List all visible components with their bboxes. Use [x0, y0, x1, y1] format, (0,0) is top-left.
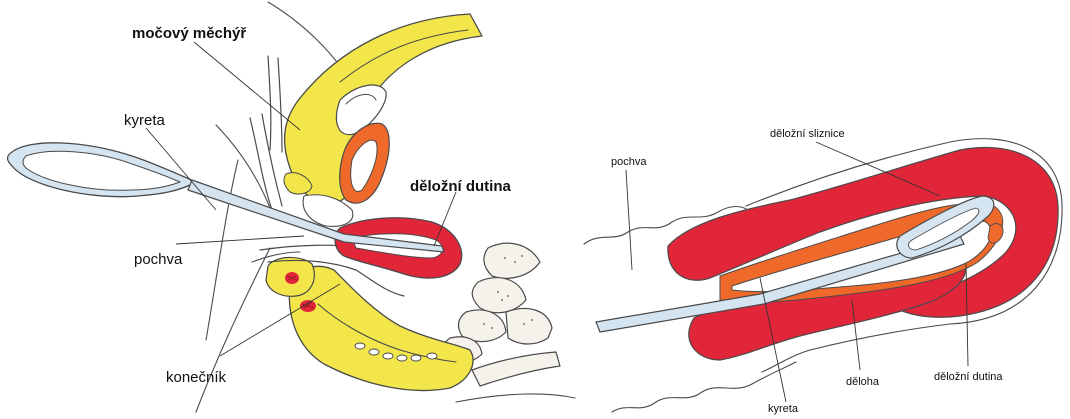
label-endometrium: děložní sliznice [770, 129, 845, 140]
label-bladder: močový měchýř [132, 26, 246, 41]
urethra-inner [262, 114, 282, 206]
catheter-line-2 [278, 58, 282, 152]
label-vagina-left: pochva [134, 252, 182, 267]
urethra [250, 118, 272, 210]
label-uterine-cavity-left: děložní dutina [410, 179, 511, 194]
label-curette-right: kyreta [768, 404, 798, 415]
catheter-line [268, 56, 271, 150]
endometrium-fragment [988, 224, 1003, 243]
label-vagina-right: pochva [611, 157, 646, 168]
left-sagittal-diagram [8, 2, 576, 412]
label-curette-left: kyreta [124, 113, 165, 128]
label-uterus: děloha [846, 377, 879, 388]
label-rectum: konečník [166, 370, 226, 385]
bladder-wall [285, 14, 482, 204]
label-uterine-cavity-right: děložní dutina [934, 372, 1003, 383]
rectum-wall [289, 266, 473, 390]
